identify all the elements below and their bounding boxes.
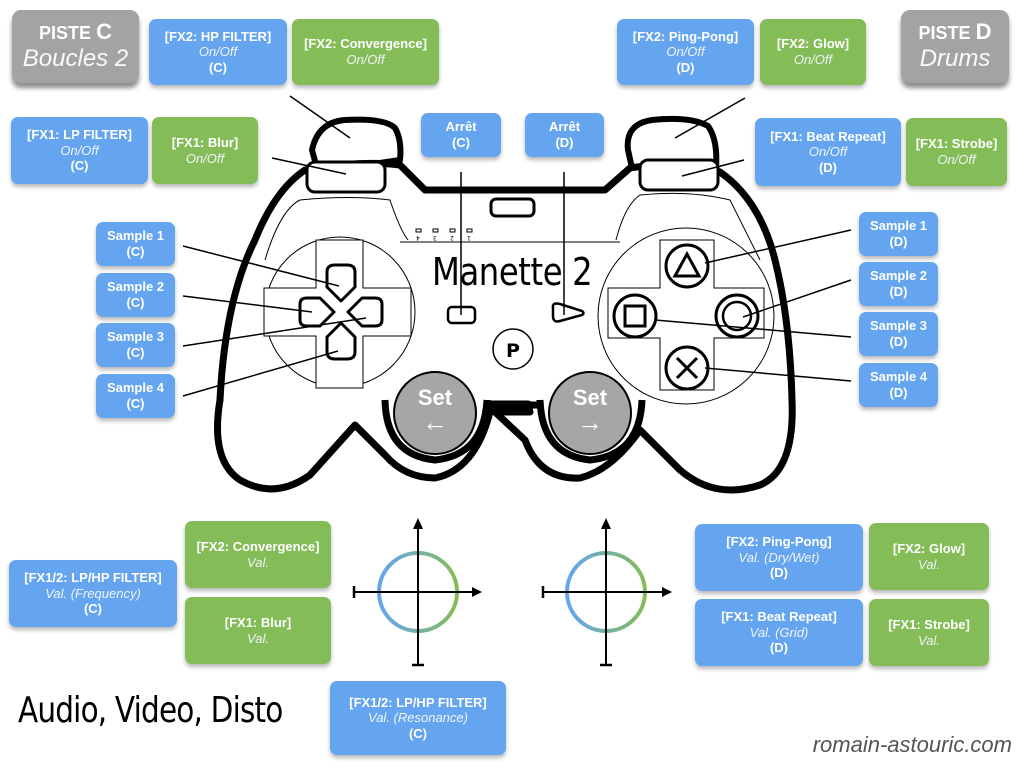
sample-4-c: Sample 4 (C): [96, 374, 175, 418]
face-frame: [607, 239, 765, 391]
svg-text:P: P: [506, 340, 520, 362]
fx1-strobe-onoff: [FX1: Strobe] On/Off: [906, 118, 1007, 186]
r1-button: [638, 158, 720, 192]
led-label: 4: [416, 234, 420, 241]
l1-button: [305, 160, 387, 194]
fx1-blur-onoff: [FX1: Blur] On/Off: [152, 117, 258, 184]
left-stick: [393, 371, 477, 455]
set-left-label: Set ←: [395, 385, 475, 437]
led-label: 3: [433, 234, 437, 241]
start-button: [551, 302, 585, 323]
fx2-hp-filter-onoff: [FX2: HP FILTER] On/Off (C): [149, 19, 287, 85]
fx2-glow-value: [FX2: Glow] Val.: [869, 523, 989, 590]
fx2-pingpong-value: [FX2: Ping-Pong] Val. (Dry/Wet) (D): [695, 524, 863, 591]
sample-1-d: Sample 1 (D): [859, 212, 938, 256]
dpad-left: [298, 296, 336, 328]
right-stick: [548, 371, 632, 455]
sample-2-d: Sample 2 (D): [859, 262, 938, 306]
ps-button: [492, 328, 534, 370]
square-button: [612, 293, 658, 339]
fx2-convergence-onoff: [FX2: Convergence] On/Off: [292, 19, 439, 85]
fx12-lphp-frequency-value: [FX1/2: LP/HP FILTER] Val. (Frequency) (…: [9, 560, 177, 627]
dpad-down: [325, 321, 357, 361]
sample-3-c: Sample 3 (C): [96, 323, 175, 367]
arrow-left-icon: ←: [422, 407, 448, 437]
track-d-badge: PISTE D Drums: [901, 10, 1009, 83]
arrow-right-icon: →: [577, 407, 603, 437]
fx12-lphp-resonance-value: [FX1/2: LP/HP FILTER] Val. (Resonance) (…: [330, 681, 506, 755]
stop-d-label: Arrêt (D): [525, 113, 604, 157]
stop-c-label: Arrêt (C): [421, 113, 501, 157]
controller-title: Manette 2: [432, 250, 593, 294]
select-strip-button: [489, 197, 536, 218]
sample-1-c: Sample 1 (C): [96, 222, 175, 266]
dpad-up: [325, 263, 357, 303]
left-joystick-diagram: [352, 518, 482, 667]
track-c-badge: PISTE C Boucles 2: [12, 10, 139, 83]
right-joystick-diagram: [541, 518, 672, 667]
callout-lines: [182, 95, 852, 397]
fx2-glow-onoff: [FX2: Glow] On/Off: [760, 19, 866, 85]
sample-3-d: Sample 3 (D): [859, 312, 938, 356]
player-leds: [415, 228, 473, 233]
page-heading: Audio, Video, Disto: [18, 690, 283, 731]
r2-button: [624, 115, 720, 171]
l2-button: [309, 116, 404, 175]
dpad-frame: [263, 239, 412, 389]
fx1-beat-repeat-value: [FX1: Beat Repeat] Val. (Grid) (D): [695, 599, 863, 666]
fx1-strobe-value: [FX1: Strobe] Val.: [869, 599, 989, 666]
led-label: 1: [467, 234, 471, 241]
fx1-lp-filter-onoff: [FX1: LP FILTER] On/Off (C): [11, 117, 148, 184]
fx2-pingpong-onoff: [FX2: Ping-Pong] On/Off (D): [617, 19, 754, 85]
set-right-label: Set →: [550, 385, 630, 437]
fx2-convergence-value: [FX2: Convergence] Val.: [185, 521, 331, 588]
sample-4-d: Sample 4 (D): [859, 363, 938, 407]
sample-2-c: Sample 2 (C): [96, 273, 175, 317]
site-credit: romain-astouric.com: [812, 732, 1012, 757]
fx1-beat-repeat-onoff: [FX1: Beat Repeat] On/Off (D): [755, 118, 901, 186]
led-label: 2: [450, 234, 454, 241]
fx1-blur-value: [FX1: Blur] Val.: [185, 597, 331, 664]
